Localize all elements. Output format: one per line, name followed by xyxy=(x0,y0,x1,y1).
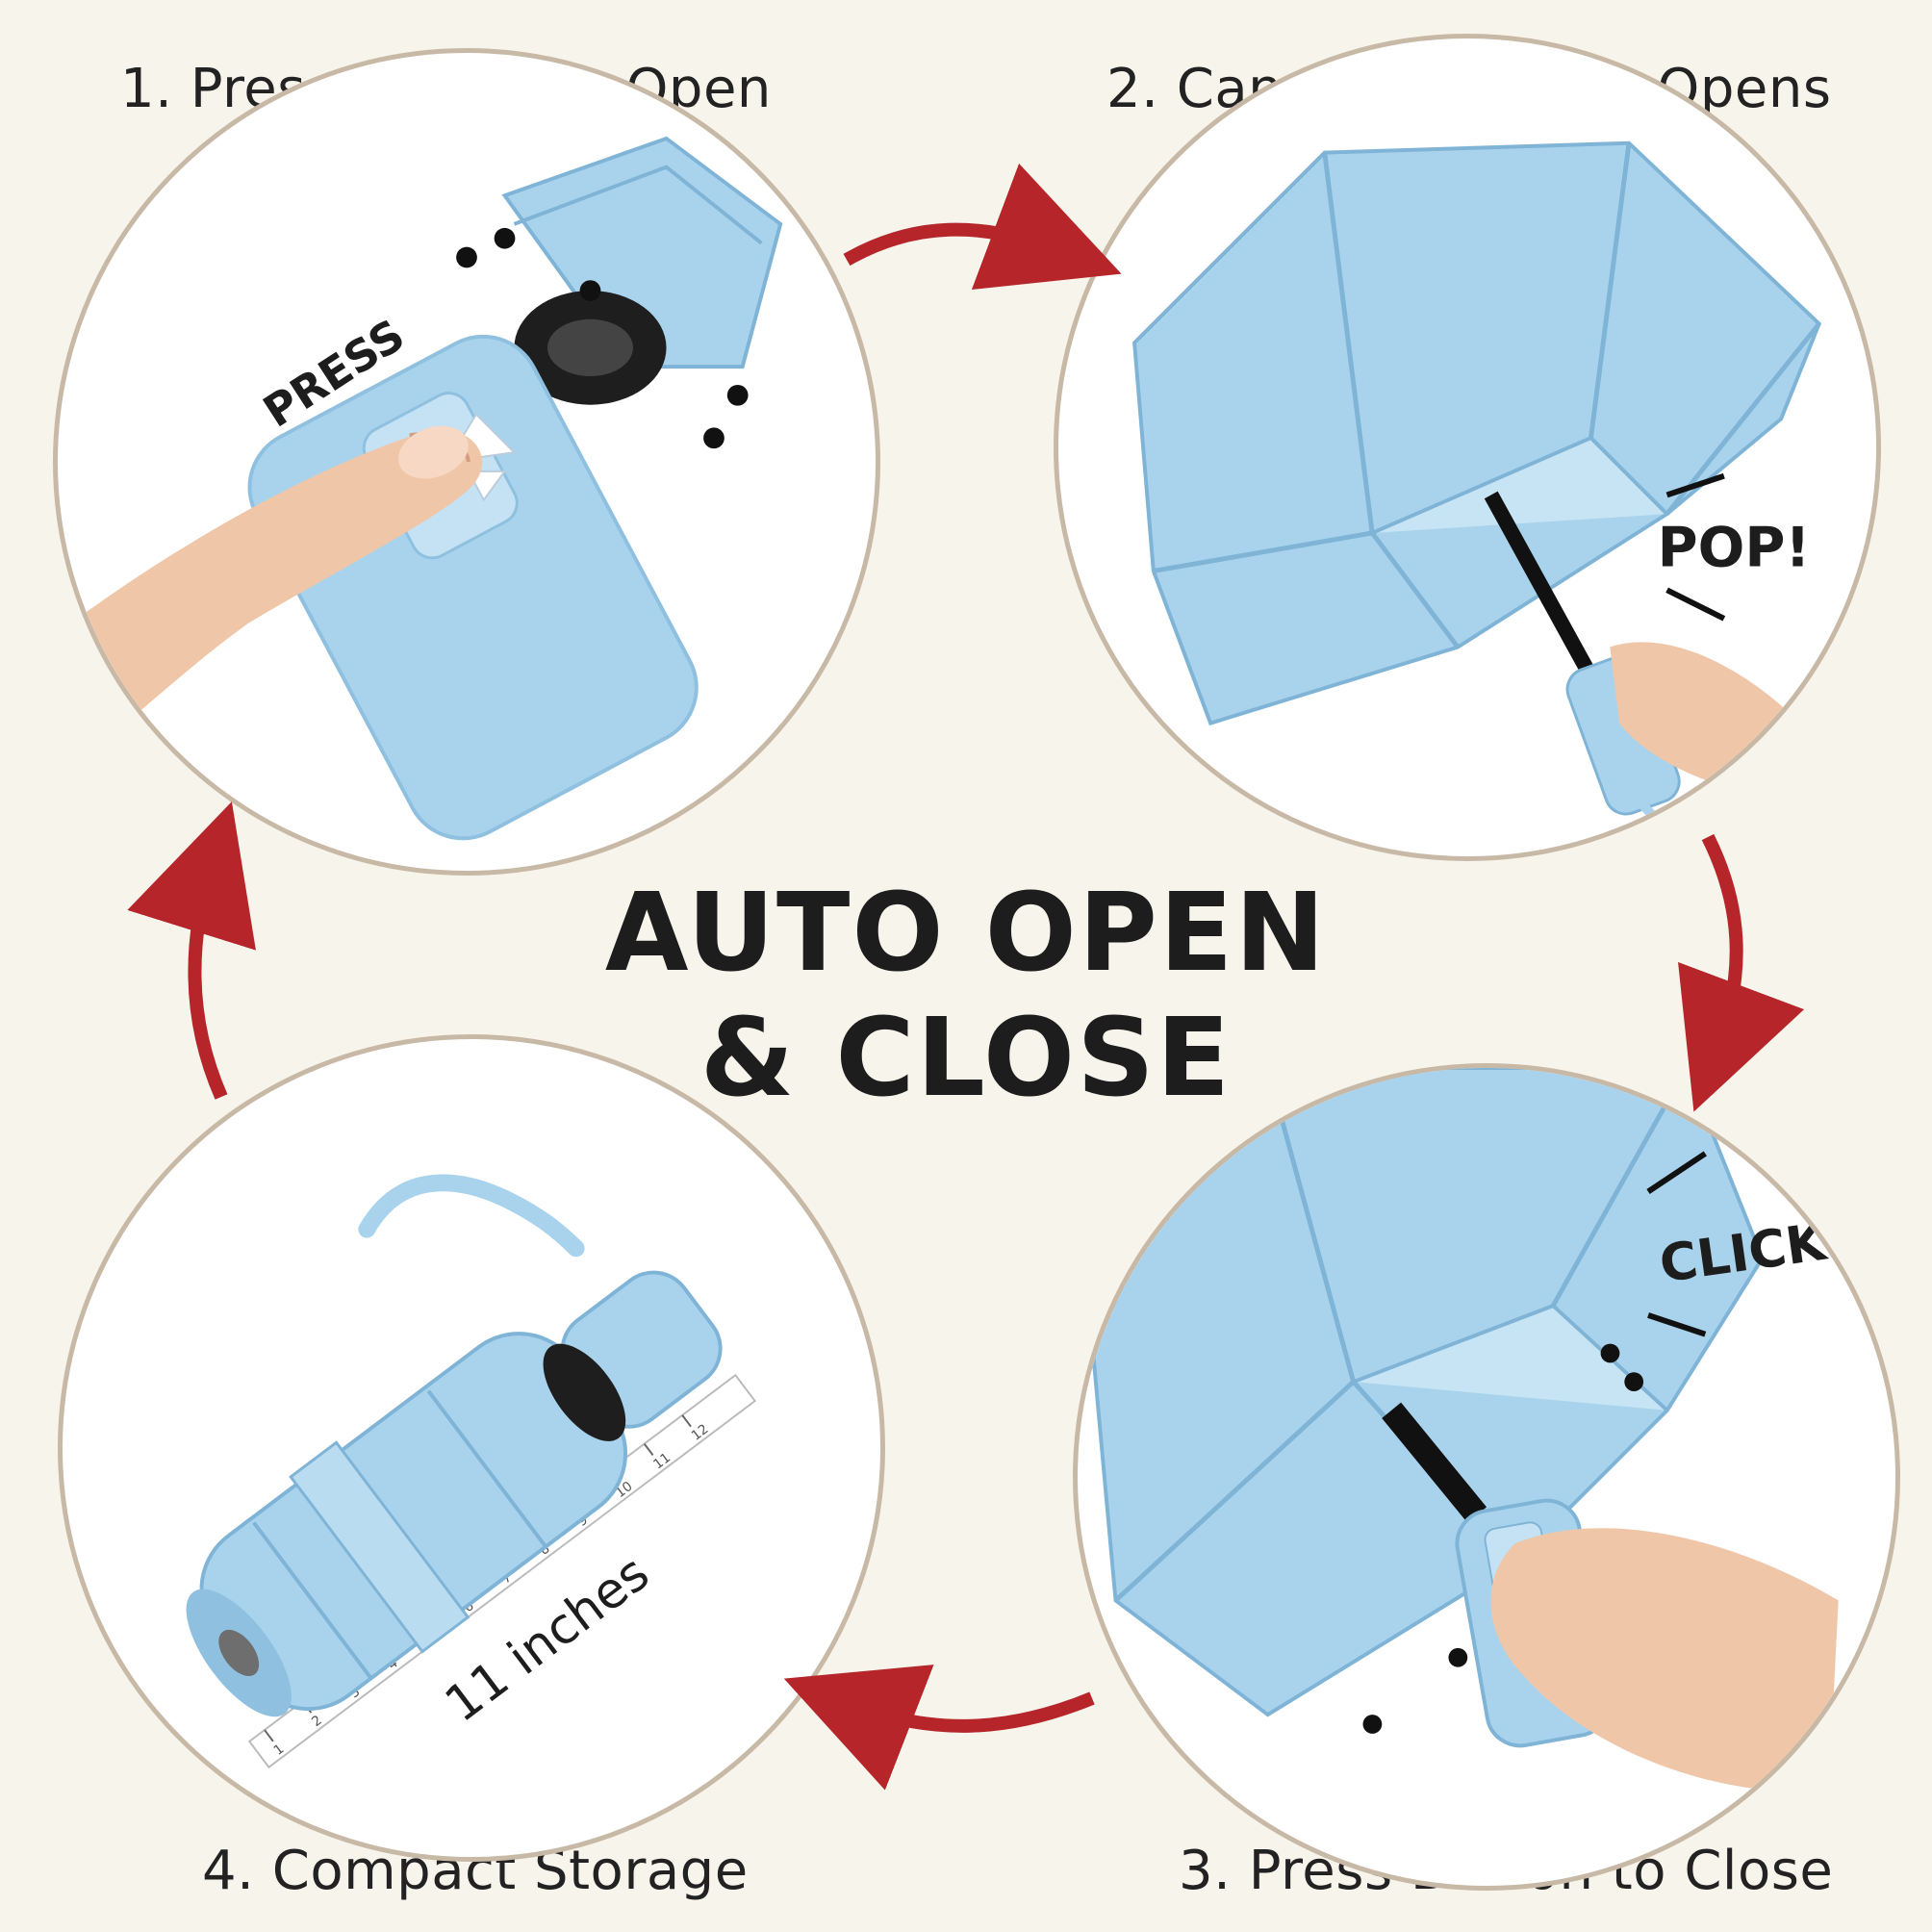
canopy-open-illustration: POP! xyxy=(1132,140,1822,856)
press-button-illustration: PRESS xyxy=(58,136,783,841)
step-2-photo: POP! xyxy=(1054,34,1881,861)
cycle-arrow-icon xyxy=(843,163,1122,290)
ruler-tick xyxy=(681,1414,692,1428)
headline-line-2: & CLOSE xyxy=(699,996,1233,1121)
ruler-tick xyxy=(264,1729,274,1742)
step-3-photo: CLICK xyxy=(1073,1063,1900,1891)
press-to-close-illustration: CLICK xyxy=(1078,1068,1839,1792)
compact-storage-illustration: 123456789101112 11 inches xyxy=(186,1174,757,1769)
cycle-arrow-icon xyxy=(783,1665,1095,1791)
ruler-tick xyxy=(643,1443,654,1457)
step-4-photo: 123456789101112 11 inches xyxy=(58,1034,885,1862)
headline-line-1: AUTO OPEN xyxy=(604,871,1328,996)
step-1-photo: PRESS xyxy=(53,48,880,876)
pop-label: POP! xyxy=(1658,516,1811,580)
